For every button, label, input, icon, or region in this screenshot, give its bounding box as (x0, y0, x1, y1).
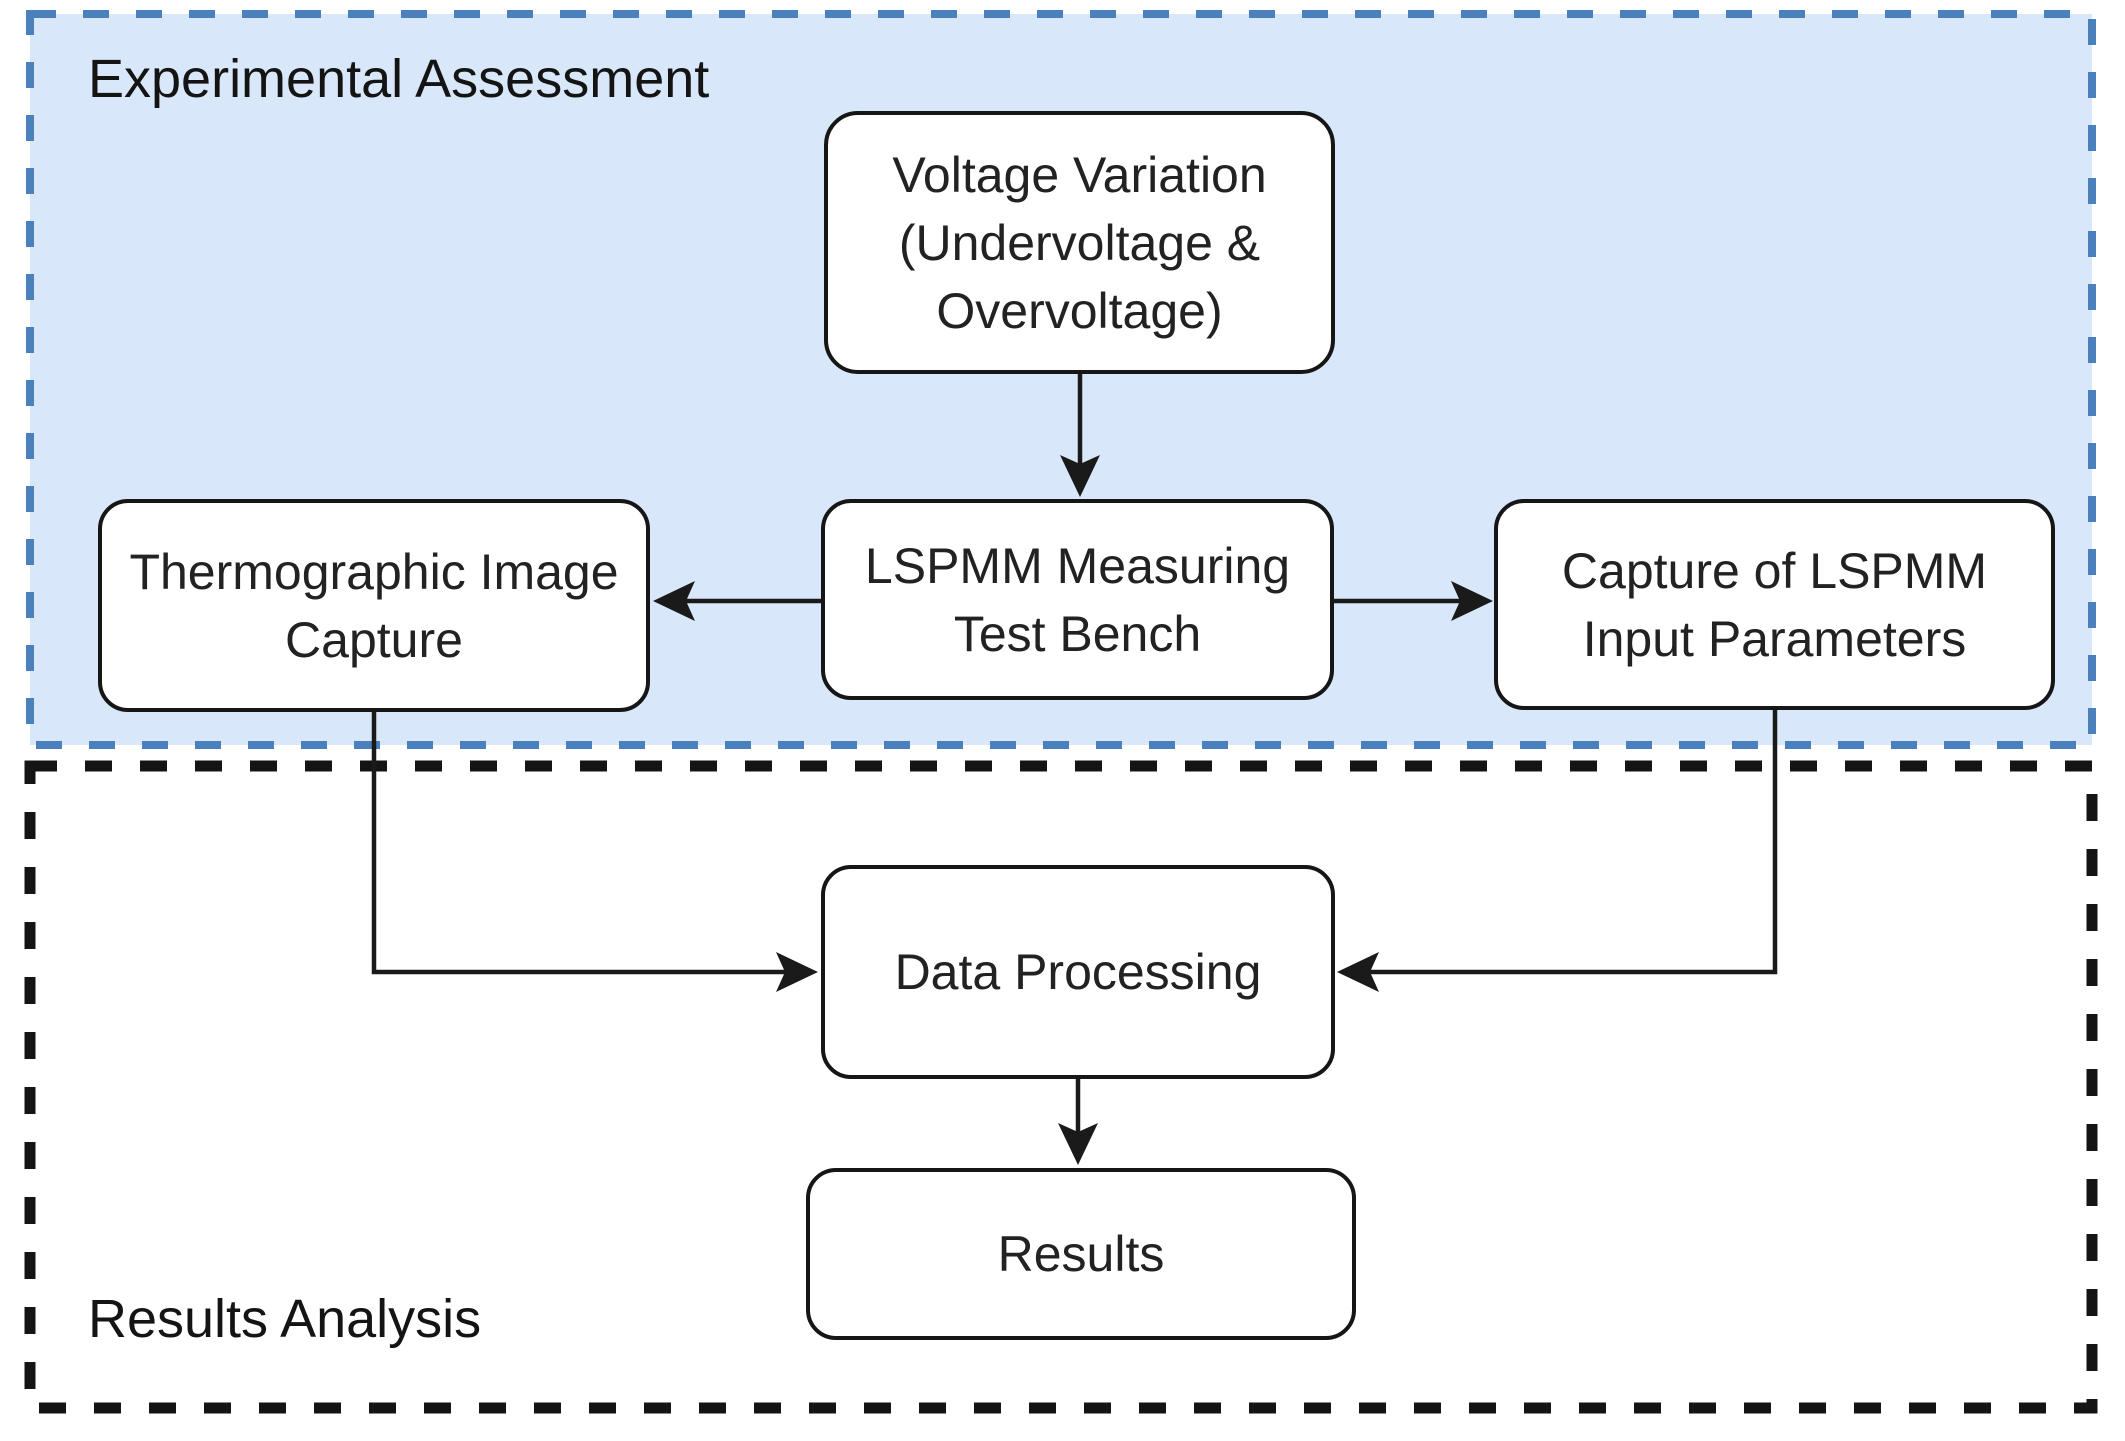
node-label-line: Input Parameters (1582, 610, 1967, 667)
arrow-capture-to-dataprocessing (1337, 710, 1778, 992)
arrow-bench-to-capture (1334, 581, 1493, 621)
connectors (371, 374, 1778, 1165)
node-results-label: Results (998, 1220, 1165, 1288)
node-label-line: Overvoltage) (936, 282, 1223, 339)
node-voltage-variation: Voltage Variation (Undervoltage & Overvo… (824, 111, 1335, 374)
node-label-line: Data Processing (894, 944, 1262, 1000)
node-label-line: LSPMM Measuring (864, 537, 1291, 594)
node-results: Results (806, 1168, 1356, 1340)
node-lspmm-measuring-test-bench: LSPMM Measuring Test Bench (821, 499, 1334, 700)
arrow-bench-to-thermographic (653, 581, 821, 621)
node-label-line: Voltage Variation (892, 146, 1267, 203)
node-label-line: Test Bench (953, 605, 1202, 662)
node-label-line: Capture of LSPMM (1561, 542, 1988, 599)
experimental-assessment-label: Experimental Assessment (88, 49, 710, 109)
node-data-processing: Data Processing (821, 865, 1335, 1079)
node-lspmm-measuring-test-bench-label: LSPMM Measuring Test Bench (865, 532, 1290, 668)
arrow-thermographic-to-dataprocessing (371, 712, 818, 992)
results-analysis-region-box (24, 760, 2098, 1414)
node-thermographic-image-capture: Thermographic Image Capture (98, 499, 650, 712)
arrow-voltage-to-bench (1060, 374, 1100, 497)
node-label-line: Results (997, 1226, 1165, 1282)
node-capture-of-lspmm-input-parameters-label: Capture of LSPMM Input Parameters (1562, 537, 1987, 673)
node-label-line: (Undervoltage & (898, 214, 1261, 271)
node-label-line: Thermographic Image (129, 543, 619, 600)
node-label-line: Capture (285, 611, 463, 668)
results-analysis-label: Results Analysis (88, 1289, 482, 1349)
node-thermographic-image-capture-label: Thermographic Image Capture (129, 538, 618, 674)
node-data-processing-label: Data Processing (895, 938, 1262, 1006)
arrow-dataprocessing-to-results (1058, 1079, 1098, 1165)
node-voltage-variation-label: Voltage Variation (Undervoltage & Overvo… (892, 141, 1266, 345)
node-capture-of-lspmm-input-parameters: Capture of LSPMM Input Parameters (1494, 499, 2055, 710)
